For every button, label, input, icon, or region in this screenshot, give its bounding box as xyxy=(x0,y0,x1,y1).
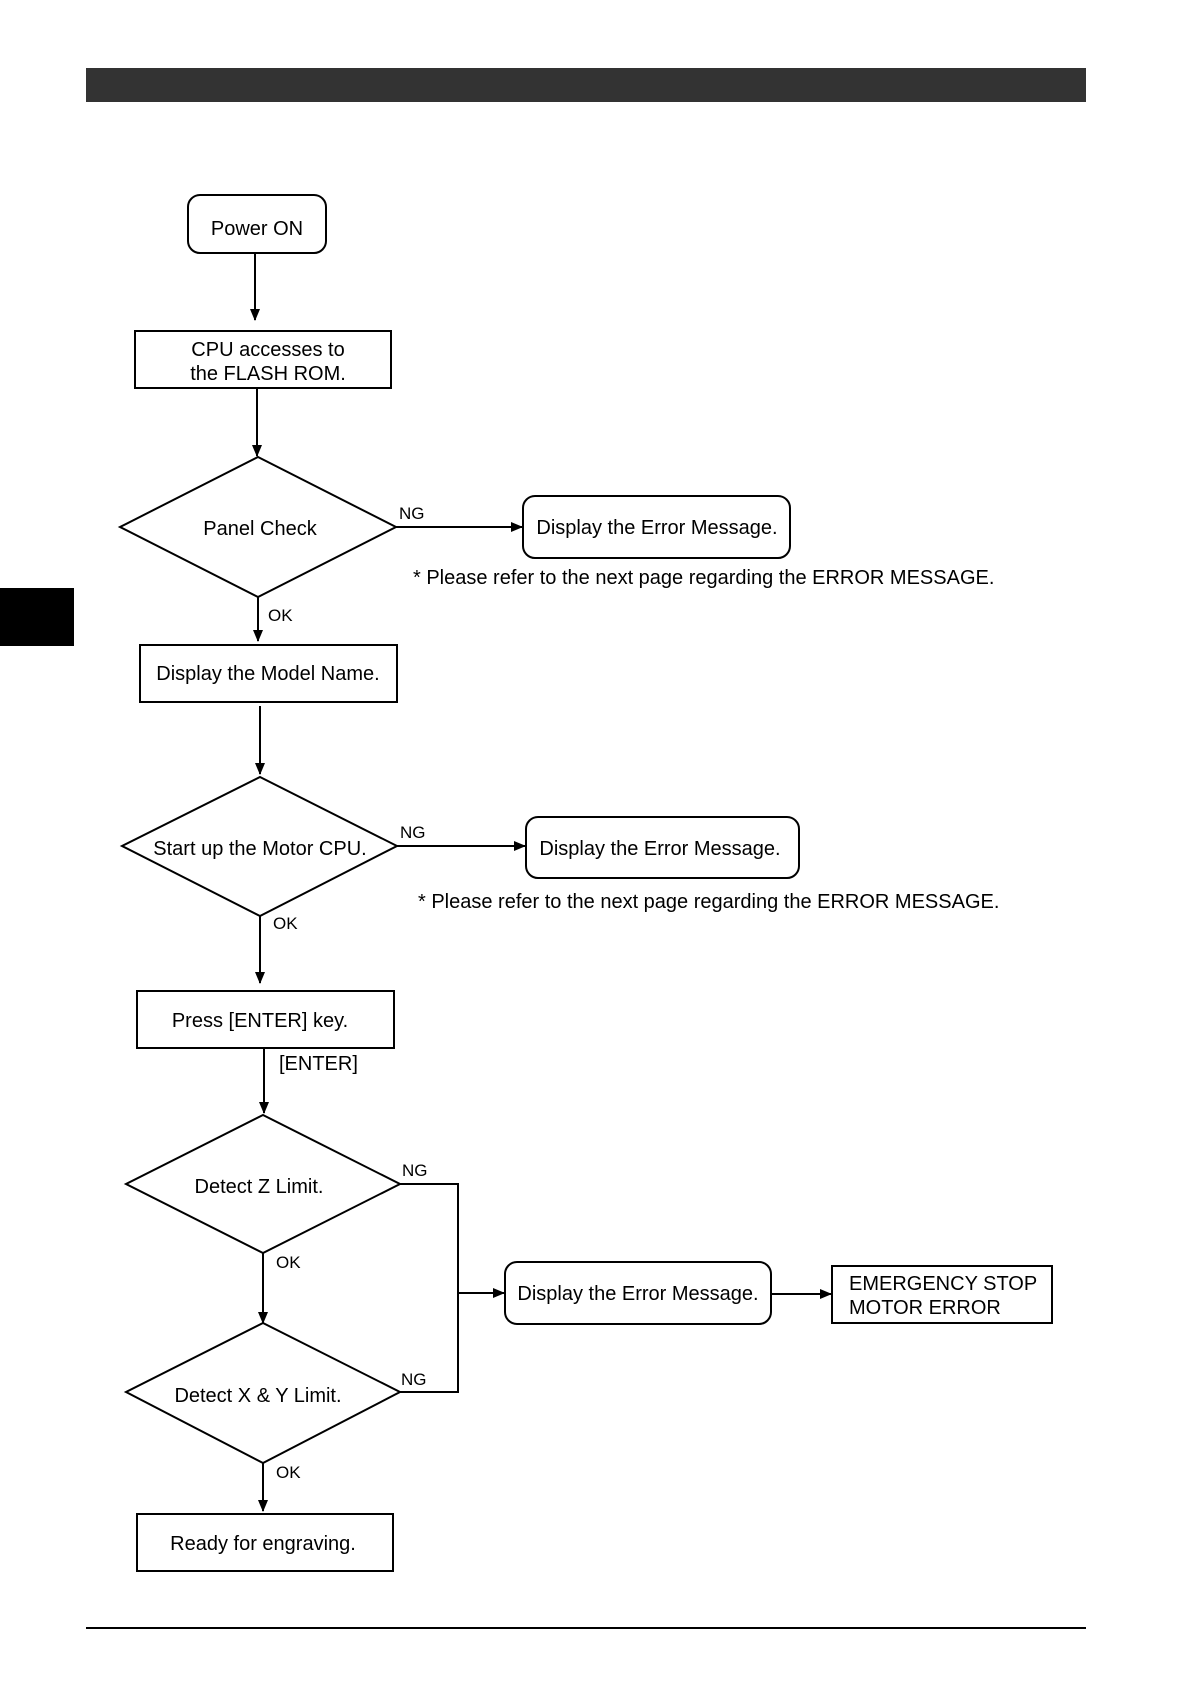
header-bar xyxy=(86,68,1086,102)
motor-cpu-label: Start up the Motor CPU. xyxy=(153,838,366,860)
footer-rule xyxy=(86,1627,1086,1629)
panel-ng-label: NG xyxy=(399,504,425,523)
panel-check-label: Panel Check xyxy=(203,518,317,540)
panel-ok-label: OK xyxy=(268,606,293,625)
node-cpu-flash: CPU accesses to the FLASH ROM. xyxy=(134,330,392,389)
side-tab-marker xyxy=(0,588,74,646)
ready-label: Ready for engraving. xyxy=(170,1533,356,1555)
panel-note: * Please refer to the next page regardin… xyxy=(413,567,994,589)
decision-detect-xy: Detect X & Y Limit. xyxy=(123,1321,403,1465)
emergency-label-line1: EMERGENCY STOP xyxy=(849,1273,1037,1295)
node-model-name: Display the Model Name. xyxy=(139,644,398,703)
power-on-label: Power ON xyxy=(211,218,303,240)
node-ready: Ready for engraving. xyxy=(136,1513,394,1572)
node-power-on: Power ON xyxy=(187,194,327,254)
motor-ok-label: OK xyxy=(273,914,298,933)
error-panel-label: Display the Error Message. xyxy=(536,517,777,539)
error-motor-label: Display the Error Message. xyxy=(539,838,780,860)
node-error-limit: Display the Error Message. xyxy=(504,1261,772,1325)
z-ng-label: NG xyxy=(402,1161,428,1180)
connectors xyxy=(250,254,832,1512)
motor-ng-label: NG xyxy=(400,823,426,842)
node-error-panel: Display the Error Message. xyxy=(522,495,791,559)
detect-xy-label: Detect X & Y Limit. xyxy=(174,1385,341,1407)
cpu-flash-label-line1: CPU accesses to xyxy=(191,339,344,361)
line-z-ng xyxy=(400,1183,459,1393)
emergency-label-line2: MOTOR ERROR xyxy=(849,1297,1001,1319)
motor-note: * Please refer to the next page regardin… xyxy=(418,891,999,913)
error-limit-label: Display the Error Message. xyxy=(517,1283,758,1305)
model-name-label: Display the Model Name. xyxy=(156,663,379,685)
press-enter-label: Press [ENTER] key. xyxy=(172,1010,348,1032)
decision-motor-cpu: Start up the Motor CPU. xyxy=(119,775,400,918)
cpu-flash-label-line2: the FLASH ROM. xyxy=(190,363,346,385)
decision-panel-check: Panel Check xyxy=(117,455,399,599)
detect-z-label: Detect Z Limit. xyxy=(195,1176,324,1198)
node-emergency-stop: EMERGENCY STOP MOTOR ERROR xyxy=(831,1265,1053,1324)
xy-ng-label: NG xyxy=(401,1370,427,1389)
node-press-enter: Press [ENTER] key. xyxy=(136,990,395,1049)
decision-detect-z: Detect Z Limit. xyxy=(123,1113,403,1255)
node-error-motor: Display the Error Message. xyxy=(525,816,800,879)
z-ok-label: OK xyxy=(276,1253,301,1272)
xy-ok-label: OK xyxy=(276,1463,301,1482)
enter-label: [ENTER] xyxy=(279,1053,358,1075)
